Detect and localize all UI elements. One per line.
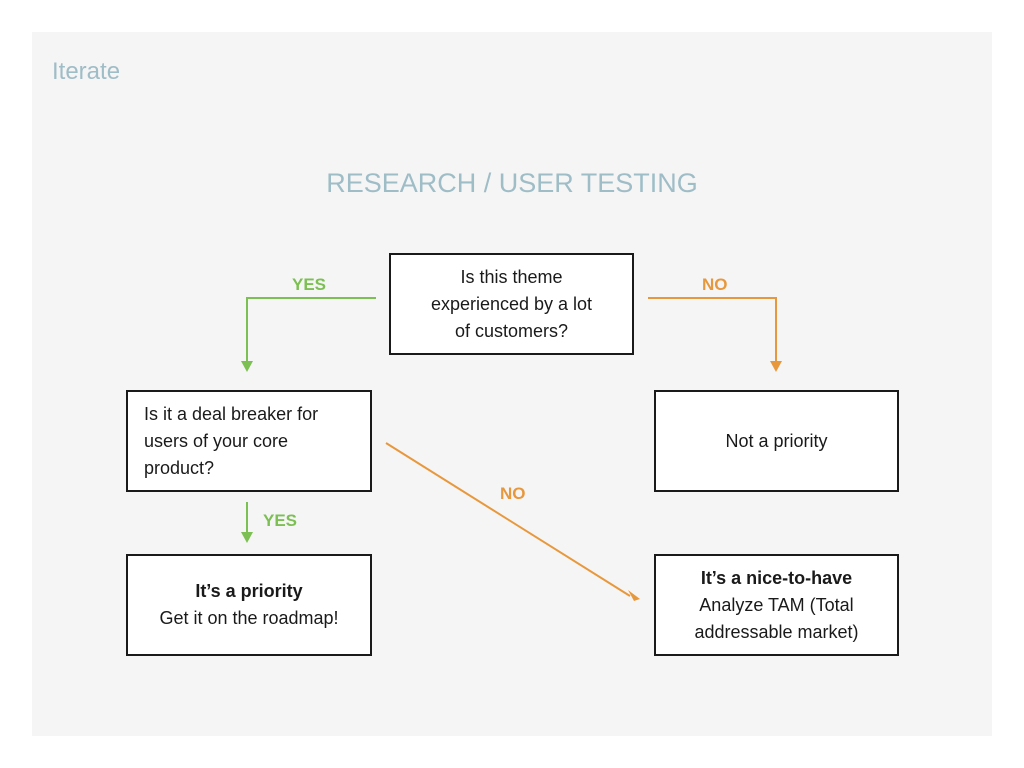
connector-theme-no (648, 297, 782, 372)
node-nice-to-have: It’s a nice-to-have Analyze TAM (Total a… (654, 554, 899, 656)
edge-label-deal-yes: YES (263, 511, 298, 530)
arrowhead-icon (628, 590, 640, 601)
node-title: It’s a priority (195, 581, 303, 601)
node-deal-breaker-question: Is it a deal breaker for users of your c… (126, 390, 372, 492)
connector-deal-no (385, 442, 640, 601)
node-not-a-priority: Not a priority (654, 390, 899, 492)
node-text-line: addressable market) (694, 621, 859, 642)
node-text-line: users of your core (144, 430, 289, 451)
edge-label-theme-no: NO (702, 275, 728, 294)
arrowhead-icon (241, 532, 253, 543)
node-text-line: Is it a deal breaker for (144, 403, 319, 424)
node-priority: It’s a priority Get it on the roadmap! (126, 554, 372, 656)
node-text-line: Get it on the roadmap! (159, 608, 339, 628)
node-text-line: Not a priority (725, 430, 828, 451)
node-text-line: product? (144, 457, 215, 478)
arrowhead-icon (770, 361, 782, 372)
node-text-line: experienced by a lot (430, 293, 593, 314)
slide-title: Iterate (52, 58, 121, 85)
node-title: It’s a nice-to-have (700, 567, 853, 588)
connector-deal-yes (241, 502, 253, 543)
diagram-heading: RESEARCH / USER TESTING (326, 168, 698, 198)
node-text-line: Analyze TAM (Total (699, 594, 854, 615)
node-theme-question: Is this theme experienced by a lot of cu… (389, 253, 634, 355)
edge-label-theme-yes: YES (292, 275, 327, 294)
arrowhead-icon (241, 361, 253, 372)
edge-label-deal-no: NO (500, 484, 526, 503)
node-text-line: of customers? (454, 320, 569, 341)
connector-theme-yes (241, 297, 376, 372)
node-text-line: Is this theme (460, 266, 563, 287)
